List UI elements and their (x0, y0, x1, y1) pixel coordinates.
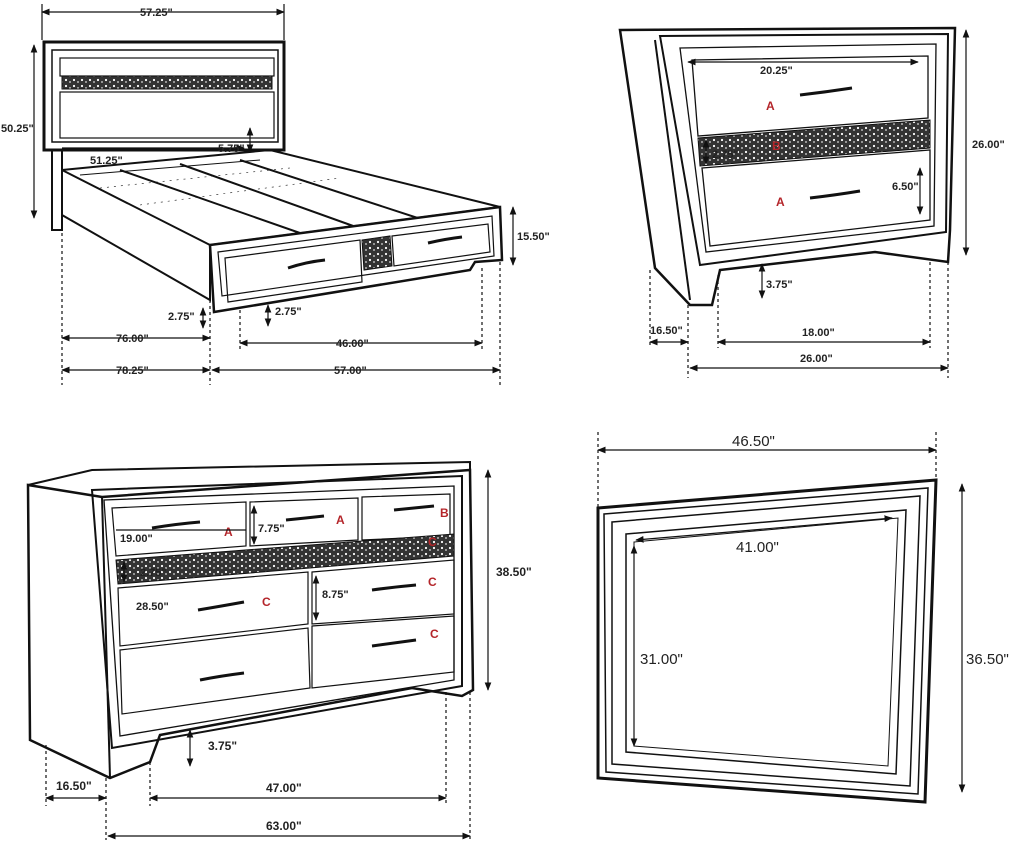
dresser-drawer-width-main-label: 28.50" (136, 601, 169, 613)
dresser-strip-height-label: 2.75" (140, 567, 167, 579)
bed-height-label: 50.25" (1, 123, 34, 135)
dresser-label-4: C (428, 535, 437, 549)
bed-clearance-left-label: 2.75" (168, 311, 195, 323)
mirror-overall-width-label: 46.50" (732, 433, 775, 450)
bed-rail-length-label: 76.00" (116, 333, 149, 345)
nightstand-drawing: A B A 20.25" 26.00" 2.75" 6.50" 3.75" 16… (618, 26, 1005, 378)
dresser-drawer-height-main-label: 8.75" (322, 589, 349, 601)
nightstand-label-b: B (772, 139, 781, 153)
dresser-label-6: C (262, 595, 271, 609)
dresser-drawer-labels: A A B C C C C (224, 506, 449, 641)
bed-headboard-width-label: 51.25" (90, 155, 123, 167)
dresser-inner-width-label: 47.00" (266, 781, 302, 795)
bed-overall-width-label: 57.00" (334, 365, 367, 377)
bed-width-top-label: 57.25" (140, 7, 173, 19)
bed-headboard (42, 40, 286, 152)
bed-footboard (208, 205, 504, 314)
nightstand-label-a-bottom: A (776, 195, 785, 209)
nightstand-drawer-height-label: 6.50" (892, 181, 919, 193)
dresser-leg-height-label: 3.75" (208, 739, 237, 753)
dresser-label-5: C (428, 575, 437, 589)
dresser-label-1: A (224, 525, 233, 539)
bed-drawer-span-label: 46.00" (336, 338, 369, 350)
dresser-drawing: A A B C C C C 19.00" 7.75" 2.75" 28.50" … (26, 460, 532, 840)
nightstand-leg-height-label: 3.75" (766, 279, 793, 291)
nightstand-depth-label: 16.50" (650, 325, 683, 337)
nightstand-inner-width-label: 18.00" (802, 327, 835, 339)
nightstand-overall-width-label: 26.00" (800, 353, 833, 365)
nightstand-height-label: 26.00" (972, 139, 1005, 151)
mirror-overall-height-label: 36.50" (966, 651, 1009, 668)
bed-drawing: 57.25" 50.25" 51.25" 5.75" 15.50" 2.75" … (1, 4, 550, 385)
dresser-depth-label: 16.50" (56, 779, 92, 793)
nightstand-strip-height-label: 2.75" (712, 149, 739, 161)
dresser-label-3: B (440, 506, 449, 520)
mirror-glass-width-label: 41.00" (736, 539, 779, 556)
nightstand-drawer-width-label: 20.25" (760, 65, 793, 77)
bed-slat-gap-label: 5.75" (218, 143, 245, 155)
bed-clearance-mid-label: 2.75" (275, 306, 302, 318)
dresser-height-label: 38.50" (496, 565, 532, 579)
nightstand-label-a-top: A (766, 99, 775, 113)
bed-overall-length-label: 78.25" (116, 365, 149, 377)
dresser-label-7: C (430, 627, 439, 641)
mirror-glass-height-label: 31.00" (640, 651, 683, 668)
dresser-drawer-height-top-label: 7.75" (258, 523, 285, 535)
dresser-label-2: A (336, 513, 345, 527)
dresser-drawer-width-top-label: 19.00" (120, 533, 153, 545)
mirror-drawing: 46.50" 41.00" 31.00" 36.50" (596, 432, 1009, 804)
bed-footboard-height-label: 15.50" (517, 231, 550, 243)
dresser-overall-width-label: 63.00" (266, 819, 302, 833)
